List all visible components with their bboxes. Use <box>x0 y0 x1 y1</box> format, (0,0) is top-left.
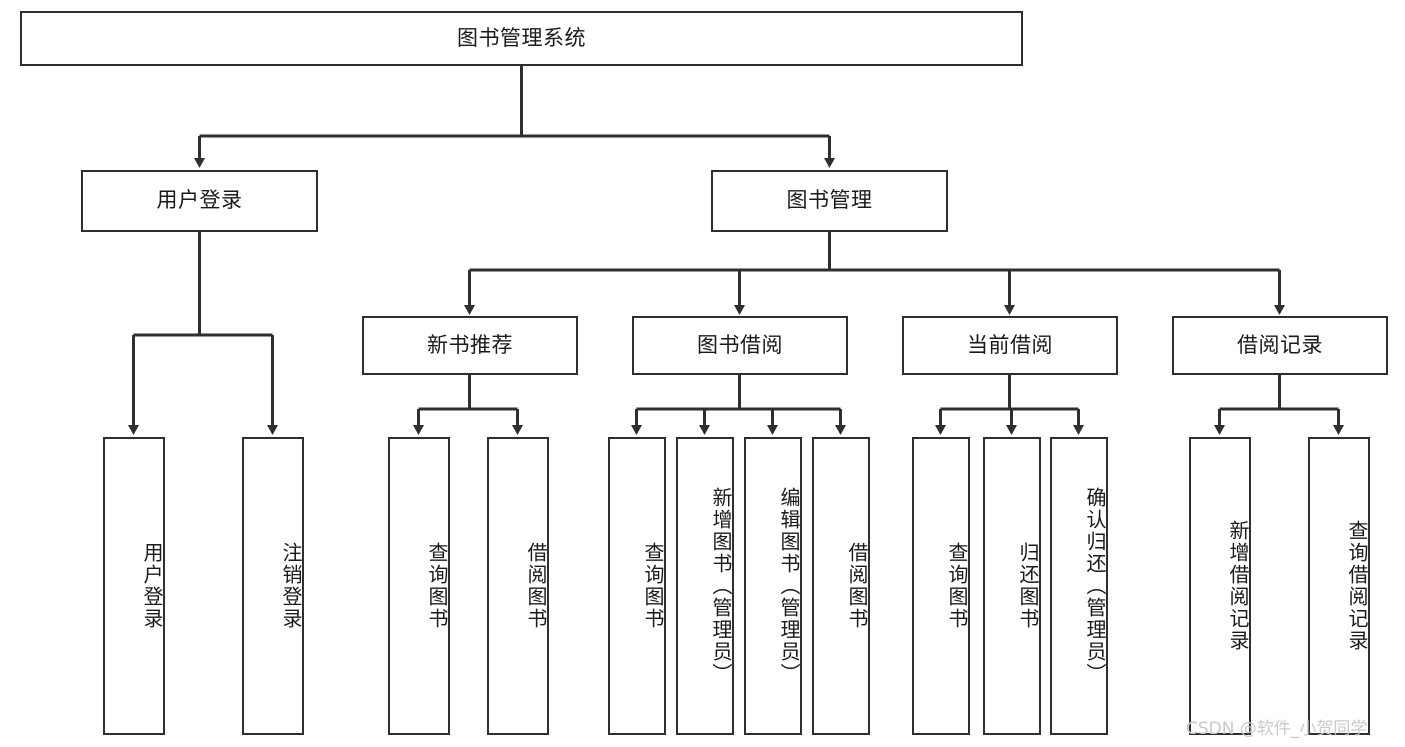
node-current-borrow[interactable]: 当前借阅 <box>902 316 1118 375</box>
node-current-borrow-label: 当前借阅 <box>967 332 1053 357</box>
leaf-edit-book-admin[interactable]: 编辑图书（管理员） <box>744 437 802 735</box>
leaf-return-book[interactable]: 归还图书 <box>983 437 1041 735</box>
leaf-logout[interactable]: 注销登录 <box>242 437 304 735</box>
leaf-label: 查询图书 <box>945 542 969 630</box>
watermark: CSDN @软件_小贺同学 <box>1186 719 1368 739</box>
leaf-query-books-borrow[interactable]: 查询图书 <box>608 437 666 735</box>
leaf-label: 用户登录 <box>140 542 164 630</box>
leaf-query-borrow-record[interactable]: 查询借阅记录 <box>1308 437 1370 735</box>
leaf-label: 归还图书 <box>1016 542 1040 630</box>
node-book-management[interactable]: 图书管理 <box>711 170 948 232</box>
node-user-login-label: 用户登录 <box>156 188 243 213</box>
leaf-add-book-admin[interactable]: 新增图书（管理员） <box>676 437 734 735</box>
node-borrow-record-label: 借阅记录 <box>1237 332 1323 357</box>
node-root[interactable]: 图书管理系统 <box>20 11 1023 66</box>
leaf-label: 新增图书（管理员） <box>709 487 733 685</box>
leaf-label: 查询借阅记录 <box>1345 520 1369 652</box>
node-book-borrow[interactable]: 图书借阅 <box>632 316 848 375</box>
leaf-label: 查询图书 <box>425 542 449 630</box>
leaf-query-books-current[interactable]: 查询图书 <box>912 437 970 735</box>
node-user-login[interactable]: 用户登录 <box>81 170 318 232</box>
node-book-borrow-label: 图书借阅 <box>697 332 783 357</box>
leaf-query-books-recommend[interactable]: 查询图书 <box>388 437 450 735</box>
leaf-confirm-return-admin[interactable]: 确认归还（管理员） <box>1050 437 1108 735</box>
leaf-label: 借阅图书 <box>524 542 548 630</box>
leaf-label: 新增借阅记录 <box>1226 520 1250 652</box>
leaf-label: 确认归还（管理员） <box>1083 487 1107 685</box>
node-new-book-recommend-label: 新书推荐 <box>427 332 513 357</box>
node-book-management-label: 图书管理 <box>786 188 873 213</box>
leaf-add-borrow-record[interactable]: 新增借阅记录 <box>1189 437 1251 735</box>
leaf-user-login[interactable]: 用户登录 <box>103 437 165 735</box>
leaf-label: 编辑图书（管理员） <box>777 487 801 685</box>
leaf-label: 注销登录 <box>279 542 303 630</box>
node-root-label: 图书管理系统 <box>457 25 586 50</box>
leaf-label: 借阅图书 <box>845 542 869 630</box>
leaf-borrow-book[interactable]: 借阅图书 <box>812 437 870 735</box>
node-borrow-record[interactable]: 借阅记录 <box>1172 316 1388 375</box>
leaf-borrow-books-recommend[interactable]: 借阅图书 <box>487 437 549 735</box>
node-new-book-recommend[interactable]: 新书推荐 <box>362 316 578 375</box>
leaf-label: 查询图书 <box>641 542 665 630</box>
